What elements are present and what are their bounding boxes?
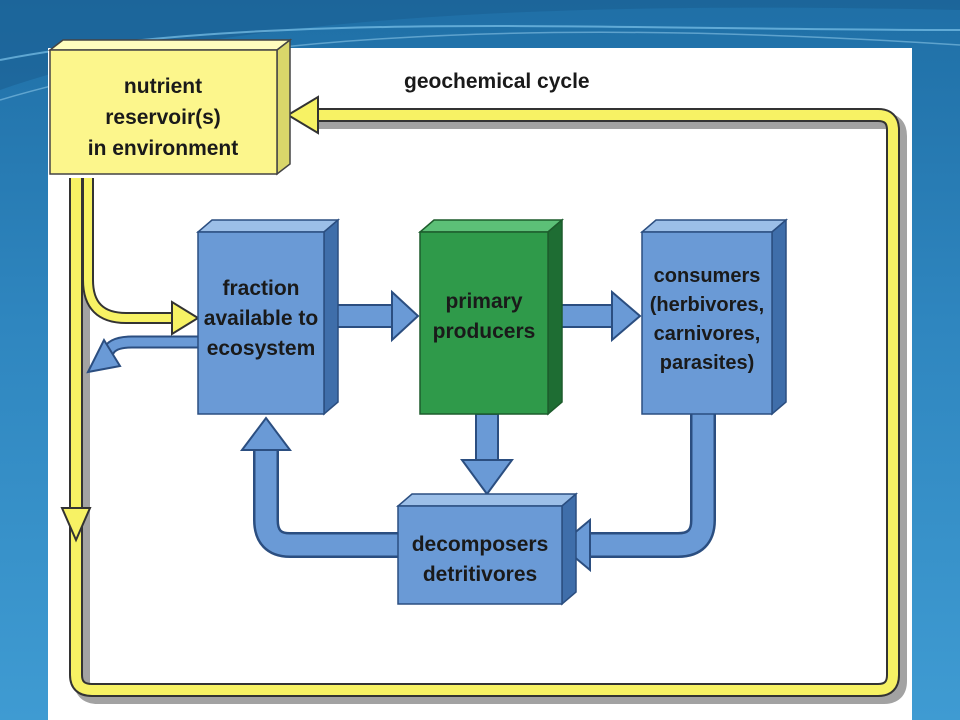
primary-producers-node: primary producers (417, 218, 565, 416)
reservoir-label-line-2: reservoir(s) (105, 106, 221, 129)
consumers-to-decomposers-arrow (558, 414, 716, 573)
fraction-label-line-1: fraction (222, 277, 299, 300)
reservoir-label-line-3: in environment (88, 137, 239, 160)
fraction-label-line-3: ecosystem (207, 337, 316, 360)
consumers-node: consumers (herbivores, carnivores, paras… (639, 218, 789, 416)
reservoir-label-line-1: nutrient (124, 75, 202, 98)
producers-label-line-1: primary (445, 290, 522, 313)
decomposers-node: decomposers detritivores (395, 492, 579, 606)
geochemical-cycle-arrow (60, 95, 907, 704)
fraction-to-producers-arrow (335, 289, 420, 343)
consumers-label-line-1: consumers (654, 265, 761, 287)
decomposers-to-fraction-arrow (240, 416, 398, 558)
fraction-to-environment-arrow (86, 335, 198, 374)
consumers-label-line-3: carnivores, (654, 323, 761, 345)
reservoir-node: nutrient reservoir(s) in environment (47, 38, 293, 176)
decomposers-label-line-2: detritivores (423, 563, 537, 586)
consumers-label-line-2: (herbivores, (650, 294, 764, 316)
producers-to-decomposers-arrow (460, 413, 514, 496)
geochemical-cycle-label: geochemical cycle (404, 70, 590, 93)
decomposers-label-line-1: decomposers (412, 533, 549, 556)
producers-to-consumers-arrow (557, 289, 642, 343)
consumers-label-line-4: parasites) (660, 352, 755, 374)
reservoir-to-fraction-arrow (82, 178, 200, 336)
fraction-label-line-2: available to (204, 307, 318, 330)
fraction-available-node: fraction available to ecosystem (195, 218, 341, 416)
producers-label-line-2: producers (433, 320, 536, 343)
